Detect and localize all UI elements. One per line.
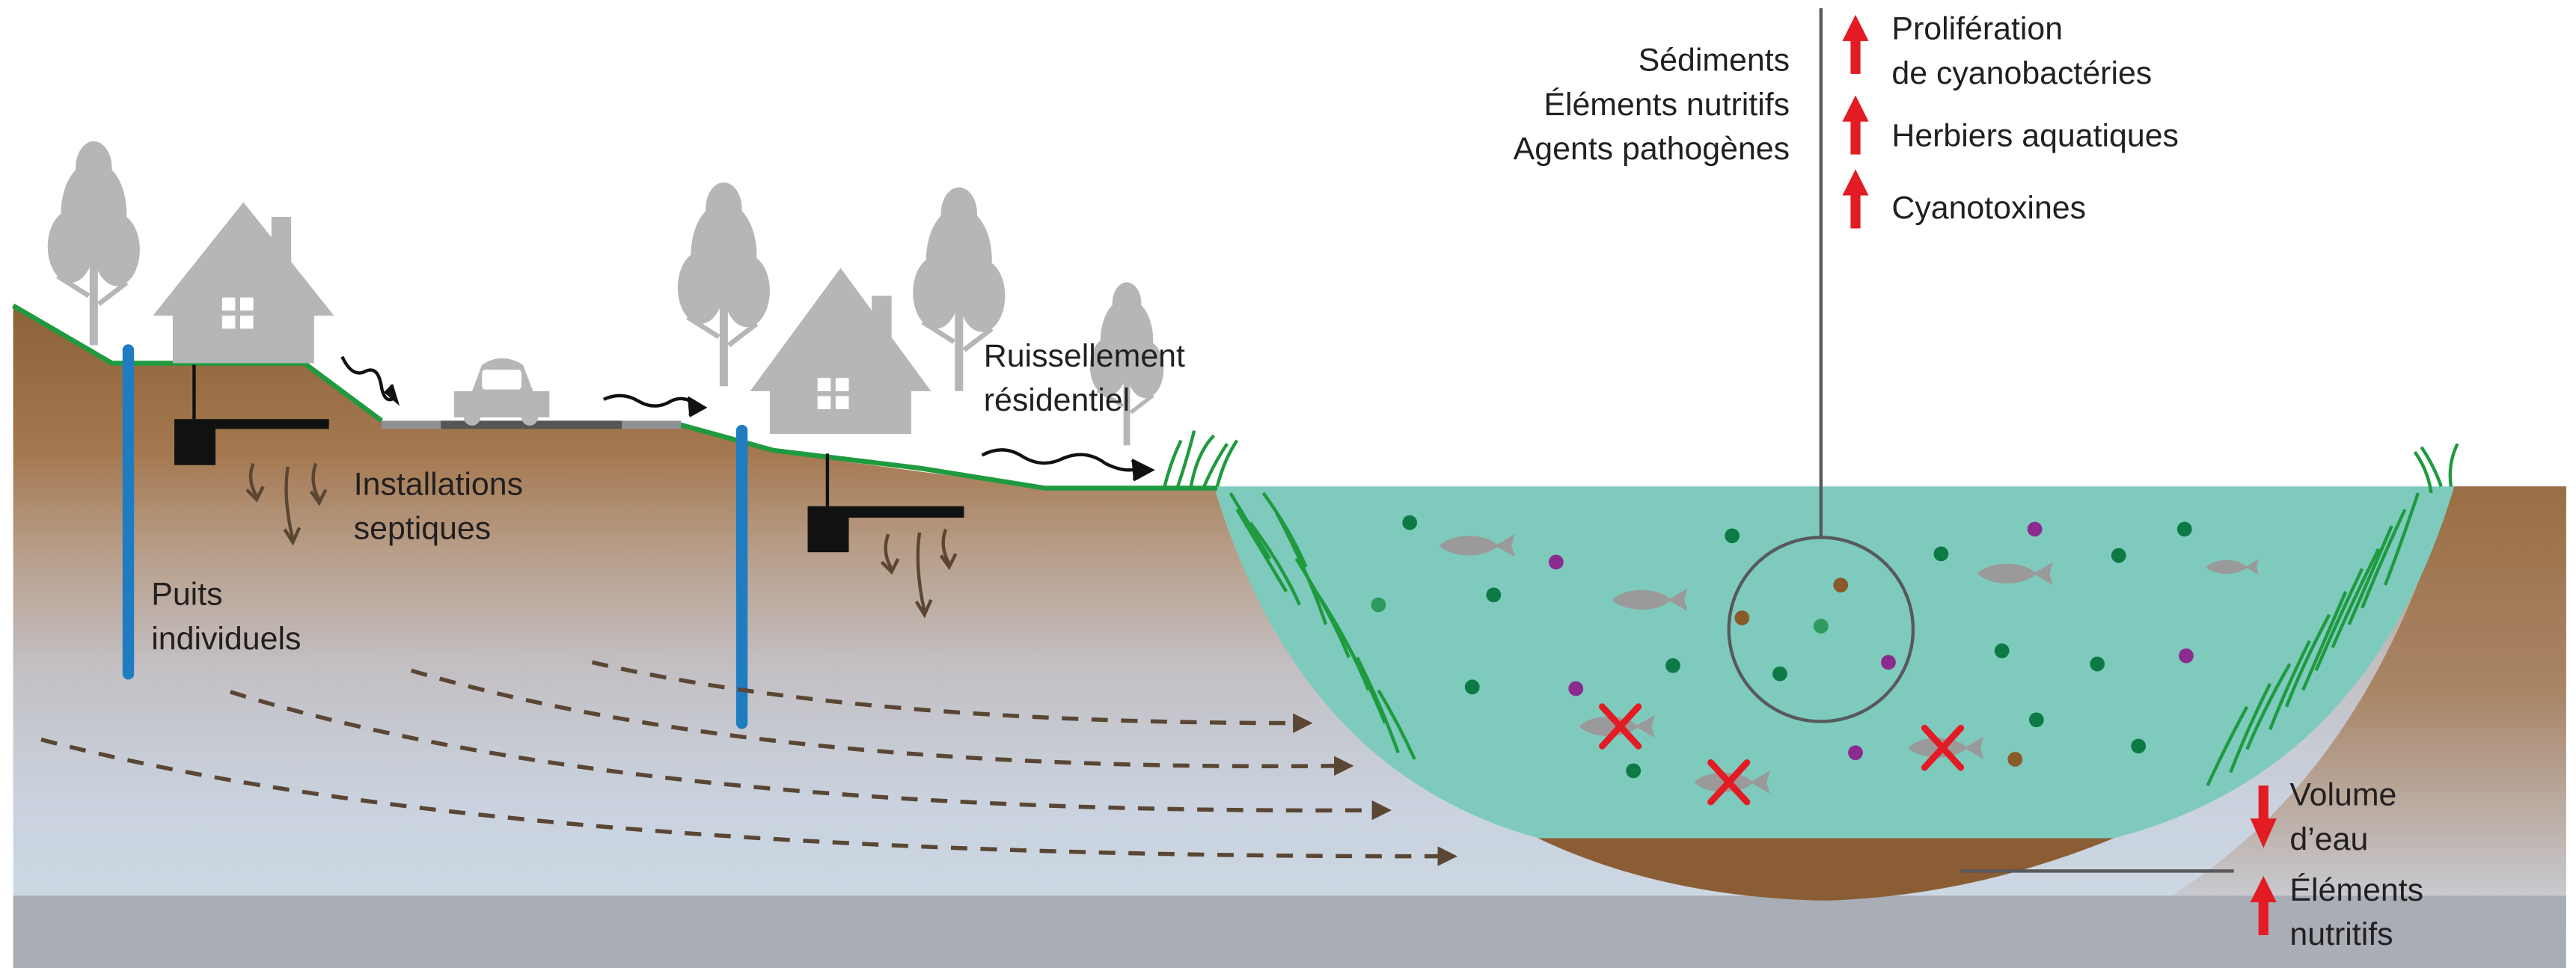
runoff-arrows [340,355,1155,482]
down-arrow-icon [2250,785,2277,848]
right-bank [2171,486,2566,896]
aquatic-plants-label: Herbiers aquatiques [1891,118,2179,154]
groundwater-arrowheads [1293,713,1457,866]
sediment-nutrients-label-line1: Éléments [2289,872,2423,908]
magnifier-circle [1727,7,1915,723]
input-label-pathogens: Agents pathogènes [1514,131,1790,167]
cyanobacteria-label-line1: Prolifération [1891,11,2063,47]
input-label-nutrients: Éléments nutritifs [1544,87,1790,123]
water-particles [1371,515,2194,779]
water-volume-label-line2: d’eau [2289,821,2368,857]
cyanotoxins-label: Cyanotoxines [1891,190,2086,226]
lake-sediment [1538,838,2114,901]
aquatic-plants-right [2206,443,2459,787]
wells-label-line1: Puits [151,576,222,612]
groundwater-flow-arrows [40,660,1445,859]
wells-label-line2: individuels [151,621,301,657]
dead-fish-cross-icon [1599,703,1965,806]
ground-soil-layers [13,305,2566,968]
septic-tank-icon [174,364,329,546]
cyanobacteria-label-line2: de cyanobactéries [1891,55,2152,91]
house-icon [750,268,931,434]
water-volume-label-line1: Volume [2289,777,2396,813]
runoff-label-line1: Ruissellement [984,338,1185,374]
septic-label-line1: Installations [354,466,523,502]
runoff-label-line2: résidentiel [984,382,1130,418]
aquatic-plants-left [1163,430,1416,760]
car-icon [453,358,550,426]
septic-label-line2: septiques [354,511,491,547]
house-icon [153,202,334,364]
septic-tank-icon [807,453,964,619]
input-label-sediments: Sédiments [1639,42,1790,78]
sediment-nutrients-label-line2: nutritifs [2289,916,2393,952]
bedrock-layer [13,895,2566,968]
